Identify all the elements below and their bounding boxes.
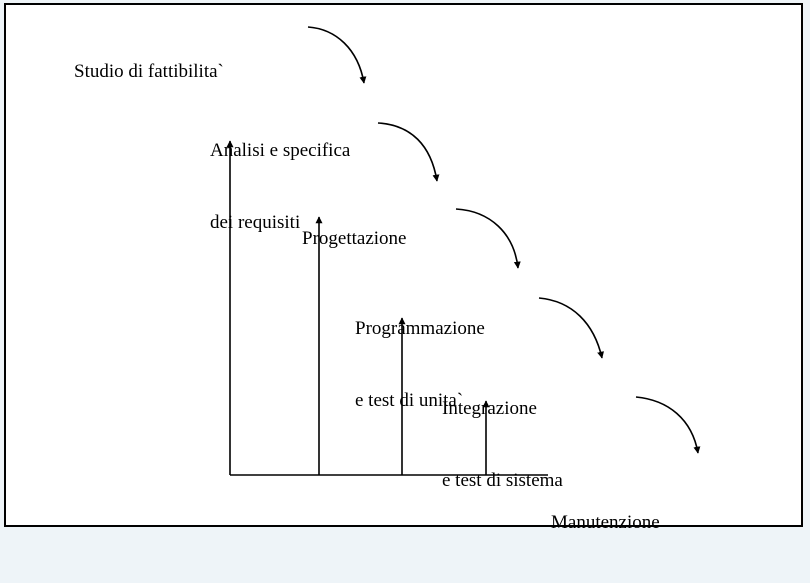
stage-integrazione: Integrazione e test di sistema (442, 349, 563, 541)
stage-programmazione: Programmazione e test di unita` (355, 269, 485, 461)
connectors-layer (226, 26, 701, 476)
stage-label-line: dei requisiti (210, 212, 301, 233)
stage-manutenzione: Manutenzione (551, 463, 660, 583)
stage-label-line: Studio di fattibilita` (74, 61, 224, 82)
stage-label-line: e test di sistema (442, 470, 563, 491)
flow-arrow-3 (455, 208, 521, 269)
stage-studio-fattibilita: Studio di fattibilita` (74, 12, 224, 132)
stage-progettazione: Progettazione (302, 179, 406, 299)
stage-label-line: Analisi e specifica (210, 140, 351, 161)
flow-arrow-4 (538, 297, 605, 359)
flow-arrow-1 (307, 26, 367, 84)
stage-label-line: Progettazione (302, 228, 407, 249)
stage-analisi-requisiti: Analisi e specifica dei requisiti (210, 91, 350, 283)
stage-label-line: Manutenzione (551, 512, 660, 533)
stage-label-line: e test di unita` (355, 390, 464, 411)
stage-label-line: Programmazione (355, 318, 485, 339)
flow-arrow-5 (635, 396, 701, 454)
stage-label-line: Integrazione (442, 398, 537, 419)
diagram-frame: Studio di fattibilita` Analisi e specifi… (4, 3, 803, 533)
flow-arrow-2 (377, 122, 440, 182)
